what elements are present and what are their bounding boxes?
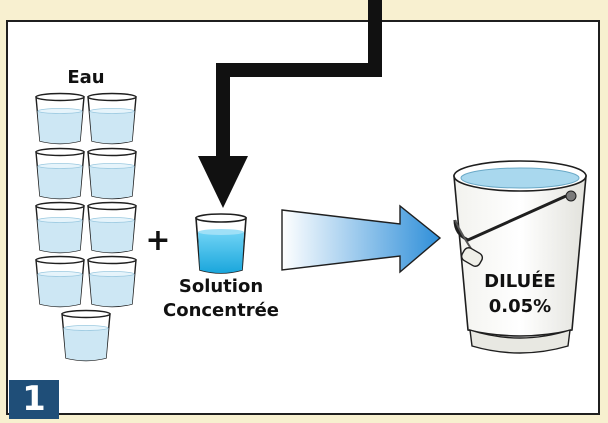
water-cup <box>35 92 85 145</box>
solution-label-line2: Concentrée <box>163 300 279 321</box>
water-cup <box>35 255 85 308</box>
bucket-label-line2: 0.05% <box>489 296 551 317</box>
water-cup <box>87 92 137 145</box>
step-number-badge: 1 <box>9 380 59 419</box>
concentrate-cup <box>195 213 247 274</box>
water-label: Eau <box>67 67 104 88</box>
water-cup <box>87 147 137 200</box>
plus-sign: + <box>145 223 170 258</box>
water-cup <box>35 147 85 200</box>
bucket <box>453 160 587 354</box>
dilution-arrow <box>281 204 442 274</box>
water-cup <box>87 201 137 254</box>
top-band <box>0 0 608 20</box>
water-cup <box>35 201 85 254</box>
bucket-label-line1: DILUÉE <box>484 270 556 292</box>
water-cup <box>87 255 137 308</box>
pour-arrow <box>198 0 382 208</box>
water-cup <box>61 309 111 362</box>
solution-label-line1: Solution <box>179 276 263 297</box>
water-cups <box>35 92 137 362</box>
